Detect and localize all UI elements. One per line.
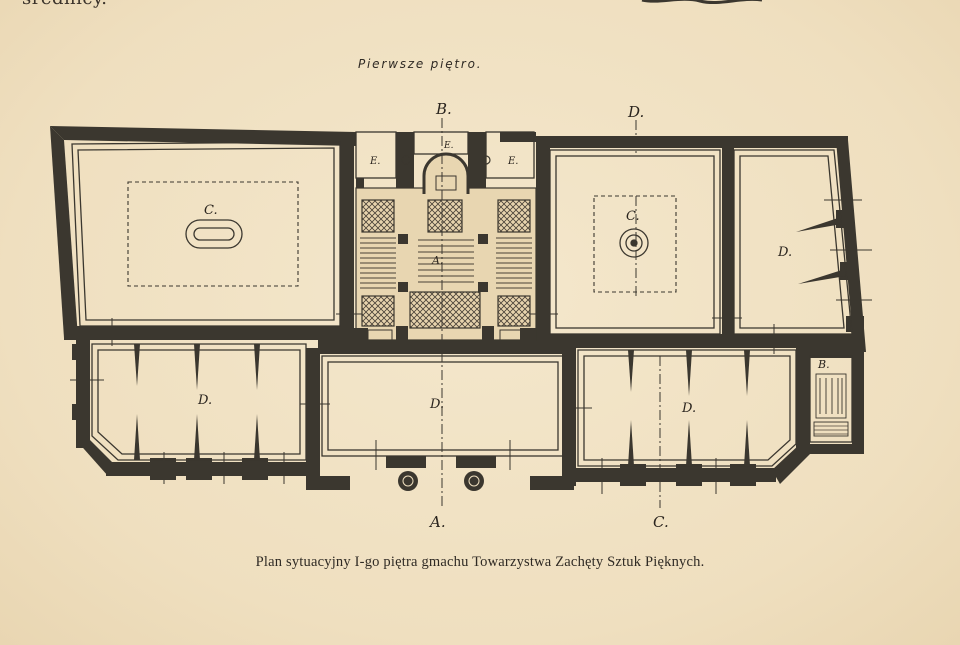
- signature-mark: [641, 0, 762, 5]
- room-label-side-left: E.: [369, 156, 380, 167]
- figure-caption: Plan sytuacyjny I-go piętra gmachu Towar…: [255, 554, 705, 570]
- room-outlines: [71, 131, 853, 467]
- section-lines: [441, 118, 661, 508]
- wall-piers: [72, 210, 864, 486]
- room-label-cabinets-right: D.: [681, 401, 696, 416]
- section-marker-a-bottom: A.: [428, 513, 446, 531]
- section-marker-d-top: D.: [627, 103, 644, 121]
- room-label-center-bottom: D.: [429, 397, 444, 412]
- section-marker-c-bottom: C.: [653, 513, 669, 531]
- room-label-hall-right: C.: [626, 209, 640, 224]
- room-label-stair-right: B.: [817, 358, 830, 371]
- plan-title: Pierwsze piętro.: [358, 57, 483, 71]
- side-staircase: [813, 373, 849, 437]
- room-label-stairs-center: A.: [431, 254, 443, 267]
- section-marker-b-top: B.: [435, 100, 452, 118]
- room-label-vestibule-top: E.: [443, 141, 454, 151]
- hall-ornaments: [185, 219, 649, 258]
- entrance-columns: [398, 471, 484, 491]
- skylight-outlines: [127, 181, 677, 293]
- room-label-gallery-right: D.: [777, 245, 792, 260]
- central-staircase: [352, 152, 537, 343]
- partition-fins: [134, 218, 846, 466]
- room-label-side-right: E.: [507, 156, 518, 167]
- header-text-fragment: średnicy.: [22, 0, 107, 9]
- room-label-cabinets-left: D.: [197, 393, 212, 408]
- room-label-hall-left: C.: [204, 203, 218, 218]
- window-ticks: [70, 199, 872, 494]
